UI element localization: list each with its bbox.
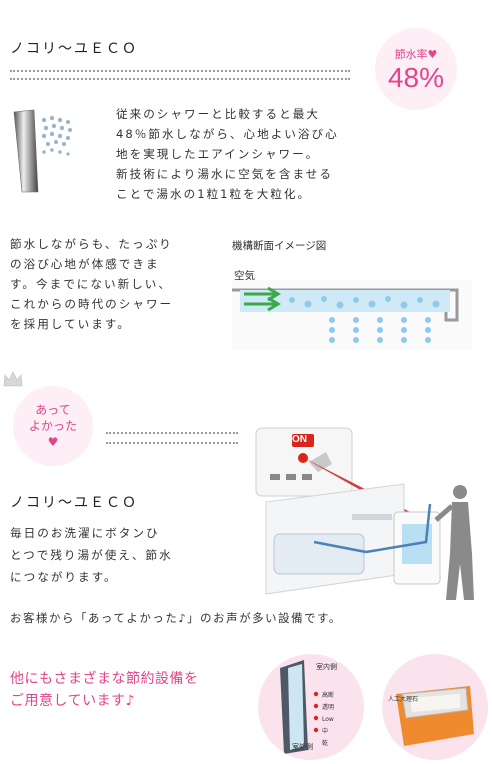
diagram-air-label-top: 空気 <box>234 270 255 282</box>
mechanism-diagram <box>232 280 472 350</box>
section1-line: 48％節水しながら、心地よい浴び心 <box>116 127 339 141</box>
window-glass-image <box>258 654 364 760</box>
section1-line2: の浴び心地が体感できま <box>10 257 160 271</box>
window-layer-label: 中 <box>322 728 329 735</box>
section1-line: 地を実現したエアインシャワー。 <box>116 147 320 161</box>
window-layer-labels: 高断 透明 Low 中 乾 <box>322 690 334 750</box>
section1-line2: これからの時代のシャワー <box>10 297 174 311</box>
window-layer-label: 乾 <box>322 740 329 747</box>
section2-divider-bottom <box>106 442 238 444</box>
badge-line: あって <box>35 403 71 417</box>
window-layer-label: 高断 <box>322 692 335 699</box>
section1-line: ことで湯水の1粒1粒を大粒化。 <box>116 187 312 201</box>
water-saving-badge: 節水率♥ 48% <box>372 25 460 113</box>
section1-line2: 節水しながらも、たっぷり <box>10 237 173 251</box>
bathtub-image <box>382 654 488 760</box>
window-layer-label: Low <box>322 716 334 723</box>
section1-divider-top <box>10 70 350 72</box>
badge-value: 48% <box>387 62 445 93</box>
window-label-inside: 室内側 <box>316 663 337 671</box>
section1-title: ノコリ〜ユＥＣＯ <box>10 41 138 57</box>
other-equipment-line: 他にもさまざまな節約設備を <box>10 671 199 687</box>
diagram-caption: 機構断面イメージ図 <box>232 240 327 252</box>
customer-note: お客様から「あってよかった♪」のお声が多い設備です。 <box>10 611 342 625</box>
other-equipment-line: ご用意しています♪ <box>10 693 136 709</box>
section2-title: ノコリ〜ユＥＣＯ <box>10 495 138 511</box>
shower-head-image <box>8 108 76 194</box>
glad-to-have-badge: あって よかった ♥ <box>10 383 96 469</box>
badge-label: 節水率♥ <box>394 48 438 61</box>
on-button-label: ON <box>292 434 307 445</box>
badge-line: よかった <box>28 419 77 433</box>
section2-line: 毎日のお洗濯にボタンひ <box>10 526 160 540</box>
section1-line2: す。今までにない新しい、 <box>10 277 172 291</box>
window-layer-label: 透明 <box>322 704 335 711</box>
section2-line: とつで残り湯が使え、節水 <box>10 548 173 562</box>
section2-divider-top <box>106 432 238 434</box>
window-label-outside: 室外側 <box>292 743 313 751</box>
crown-icon <box>2 370 24 388</box>
section1-line2: を採用しています。 <box>10 317 131 331</box>
section1-description: 従来のシャワーと比較すると最大 48％節水しながら、心地よい浴び心 地を実現した… <box>116 104 386 204</box>
section1-line: 新技術により湯水に空気を含ませる <box>116 167 333 181</box>
heart-icon: ♥ <box>47 435 59 449</box>
bathroom-laundry-illustration <box>254 424 484 602</box>
section2-line: につながります。 <box>10 570 118 584</box>
bath-material-label: 人工大理石 <box>388 696 419 703</box>
section2-description: 毎日のお洗濯にボタンひ とつで残り湯が使え、節水 につながります。 <box>10 522 220 588</box>
section1-line: 従来のシャワーと比較すると最大 <box>116 107 320 121</box>
section1-divider-bottom <box>10 78 350 80</box>
section1-description-2: 節水しながらも、たっぷり の浴び心地が体感できま す。今までにない新しい、 これ… <box>10 234 224 334</box>
other-equipment-text: 他にもさまざまな節約設備を ご用意しています♪ <box>10 668 199 712</box>
